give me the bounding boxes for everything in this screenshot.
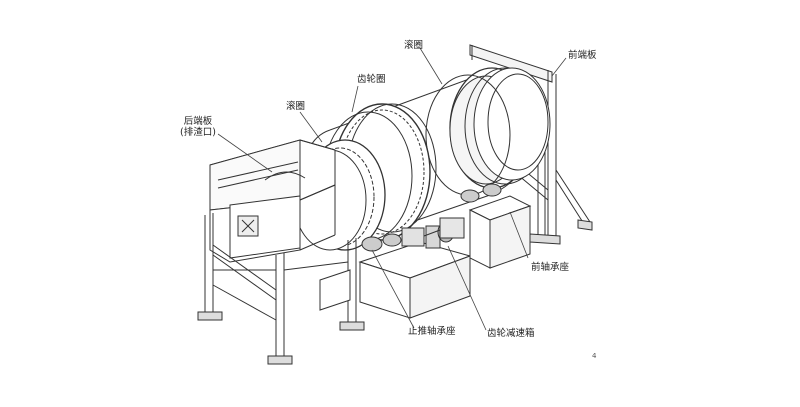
- label-tire-left: 滚圈: [286, 101, 306, 112]
- rear-end-plate-text: 后端板: [183, 116, 213, 127]
- tire-ring-right: [425, 67, 551, 196]
- foundation-blocks: [319, 195, 532, 319]
- label-front-bearing-seat: 前轴承座: [531, 262, 570, 273]
- label-rear-end-plate: 后端板 (排渣口): [176, 116, 220, 138]
- rear-support-stand: [197, 213, 365, 365]
- discharge-port-text: (排渣口): [180, 127, 216, 138]
- label-gear-reducer: 齿轮减速箱: [487, 328, 535, 339]
- drive-assembly: [361, 183, 502, 252]
- label-thrust-bearing-seat: 止推轴承座: [408, 326, 456, 337]
- label-front-end-plate: 前端板: [568, 50, 597, 61]
- leader-lines: [217, 47, 567, 331]
- label-tire-right: 滚圈: [404, 40, 424, 51]
- label-gear-ring: 齿轮圈: [357, 74, 386, 85]
- rear-hood: [209, 139, 336, 263]
- corner-mark: 4: [592, 352, 597, 360]
